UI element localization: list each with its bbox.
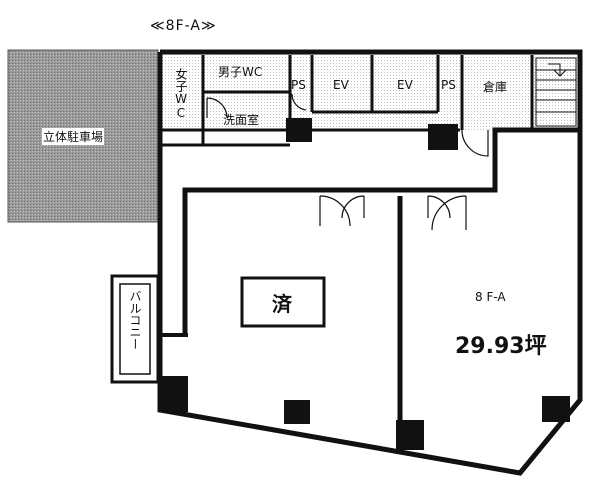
door <box>427 195 467 231</box>
unit-area: 29.93坪 <box>455 334 547 359</box>
outer-wall <box>157 49 583 476</box>
door <box>461 129 489 157</box>
door <box>319 195 365 227</box>
unit-name: 8 F-A <box>475 290 506 304</box>
staircase <box>535 57 577 127</box>
ev-left-label: EV <box>333 78 349 92</box>
floor-title: ≪8F-A≫ <box>150 18 217 34</box>
column <box>396 420 424 450</box>
contracted-stamp: 済 <box>272 292 292 316</box>
contracted-stamp-box <box>240 276 326 328</box>
balcony-label: バルコニー <box>128 290 142 350</box>
column <box>286 118 312 142</box>
ev-right-label: EV <box>397 78 413 92</box>
ps-right-label: PS <box>441 78 456 92</box>
door <box>206 93 307 119</box>
parking-label: 立体駐車場 <box>42 128 105 145</box>
storage-label: 倉庫 <box>483 80 508 94</box>
column <box>284 400 310 424</box>
mens-wc-label: 男子WC <box>218 65 263 79</box>
service-strip <box>160 50 578 130</box>
core-wall <box>182 127 580 335</box>
balcony-inner <box>119 283 151 375</box>
ps-left-label: PS <box>291 78 306 92</box>
column <box>542 396 570 422</box>
column <box>160 376 188 412</box>
washroom-label: 洗面室 <box>223 113 260 127</box>
column <box>428 124 458 150</box>
womens-wc-label: 女子WC <box>174 68 188 120</box>
